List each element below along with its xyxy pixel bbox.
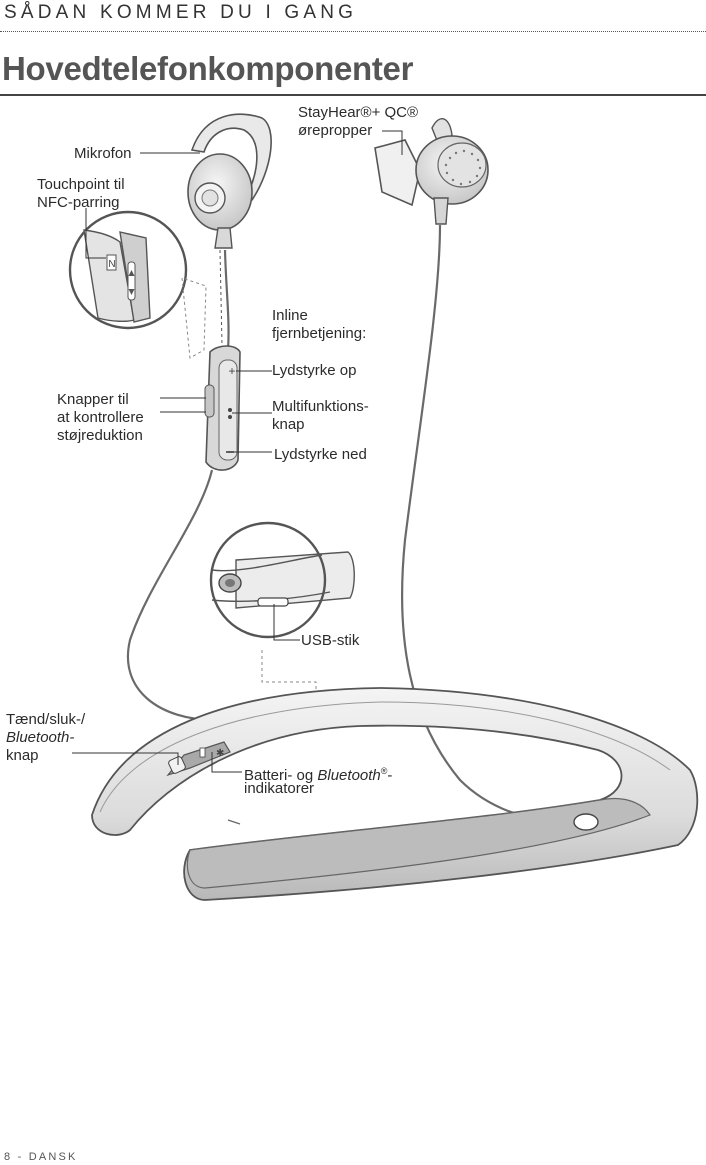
label-stayhear-line2: ørepropper (298, 122, 373, 139)
label-battery-text-a: Batteri- og (244, 767, 318, 784)
label-volume-up: Lydstyrke op (272, 362, 357, 379)
svg-text:N: N (108, 259, 115, 270)
label-multifunction-line2: knap (272, 416, 305, 433)
left-earbud (187, 113, 272, 346)
nfc-touchpoint-detail: N (68, 210, 207, 359)
label-usb: USB-stik (301, 632, 360, 649)
label-battery-line2: indikatorer (244, 780, 315, 797)
label-battery-line1: Batteri- og Bluetooth®- (244, 762, 392, 785)
right-cable (400, 224, 586, 825)
svg-text:+: + (228, 364, 235, 378)
label-stayhear-line1: StayHear®+ QC® (298, 104, 419, 121)
inline-remote: + (204, 345, 241, 471)
header-divider (0, 31, 706, 32)
label-multifunction-line1: Multifunktions- (272, 398, 369, 415)
label-battery-dash: - (387, 767, 393, 784)
neckband: ✱ (91, 687, 699, 901)
label-volume-down: Lydstyrke ned (274, 446, 367, 463)
label-touchpoint-line1: Touchpoint til (37, 176, 125, 193)
label-power-line3: knap (6, 747, 39, 764)
label-mikrofon: Mikrofon (74, 145, 132, 162)
label-noise-line2: at kontrollere (57, 409, 144, 426)
label-noise-line3: støjreduktion (57, 427, 143, 444)
page-footer: 8 - DANSK (4, 1151, 78, 1163)
section-title: SÅDAN KOMMER DU I GANG (4, 2, 358, 23)
label-battery-registered: ® (380, 766, 388, 776)
label-touchpoint-line2: NFC-parring (37, 194, 120, 211)
label-power-line2: Bluetooth- (6, 729, 75, 746)
usb-port-detail (209, 521, 355, 690)
right-earbud (374, 118, 489, 225)
title-divider (0, 94, 706, 96)
left-cable (127, 249, 230, 722)
label-inline-line1: Inline (272, 307, 308, 324)
label-battery-bluetooth: Bluetooth (317, 767, 381, 784)
label-power-line1: Tænd/sluk-/ (6, 711, 86, 728)
label-noise-line1: Knapper til (57, 391, 129, 408)
leader-lines (72, 130, 403, 773)
svg-text:✱: ✱ (216, 748, 224, 759)
page-title: Hovedtelefonkomponenter (2, 50, 414, 87)
label-inline-line2: fjernbetjening: (272, 325, 367, 342)
